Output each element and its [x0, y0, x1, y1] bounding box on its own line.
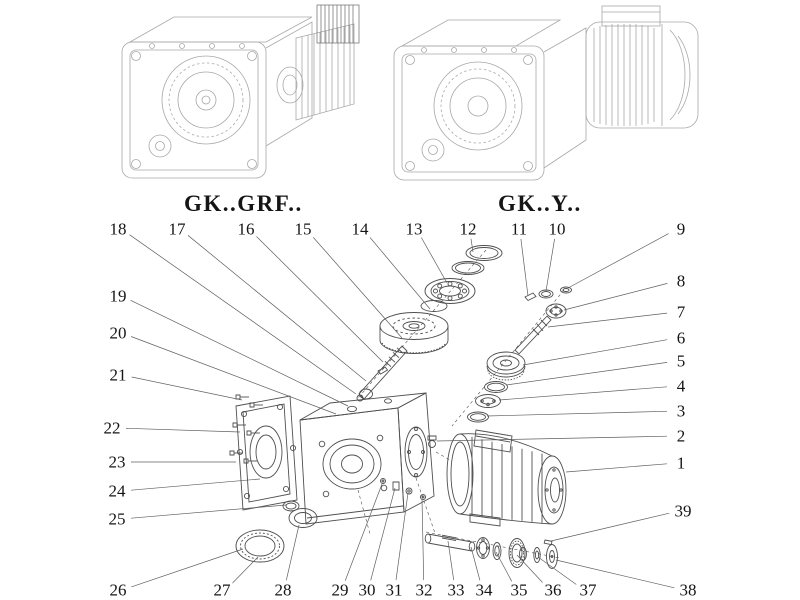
gear-large	[379, 312, 449, 354]
bearing-input	[545, 303, 567, 319]
flange-bolts	[229, 394, 263, 464]
ribbed-cap	[316, 4, 360, 44]
gearbox-y-drawing	[393, 5, 699, 181]
motor	[446, 429, 567, 527]
leader-lines	[125, 233, 675, 589]
input-shaft	[514, 315, 552, 355]
gearbox-grf-drawing	[121, 4, 360, 179]
housing	[299, 392, 435, 525]
output-shaft-assembly	[424, 533, 558, 569]
input-small-parts	[524, 286, 572, 302]
mounting-hardware	[380, 478, 427, 501]
gear-bevel	[486, 351, 526, 381]
bearing-upper	[424, 278, 476, 304]
motor-ghost	[585, 5, 699, 129]
flange-plate	[235, 395, 300, 512]
retaining-rings	[451, 245, 503, 275]
output-bearing-rings	[235, 508, 318, 563]
shim-ring	[420, 300, 448, 312]
variant-label-y: GK..Y..	[498, 191, 582, 216]
input-stack-rings	[467, 381, 508, 423]
variant-label-grf: GK..GRF..	[184, 191, 303, 216]
exploded-view-art	[229, 245, 572, 569]
vent-plug	[427, 435, 437, 448]
pinion-shaft	[356, 345, 408, 402]
